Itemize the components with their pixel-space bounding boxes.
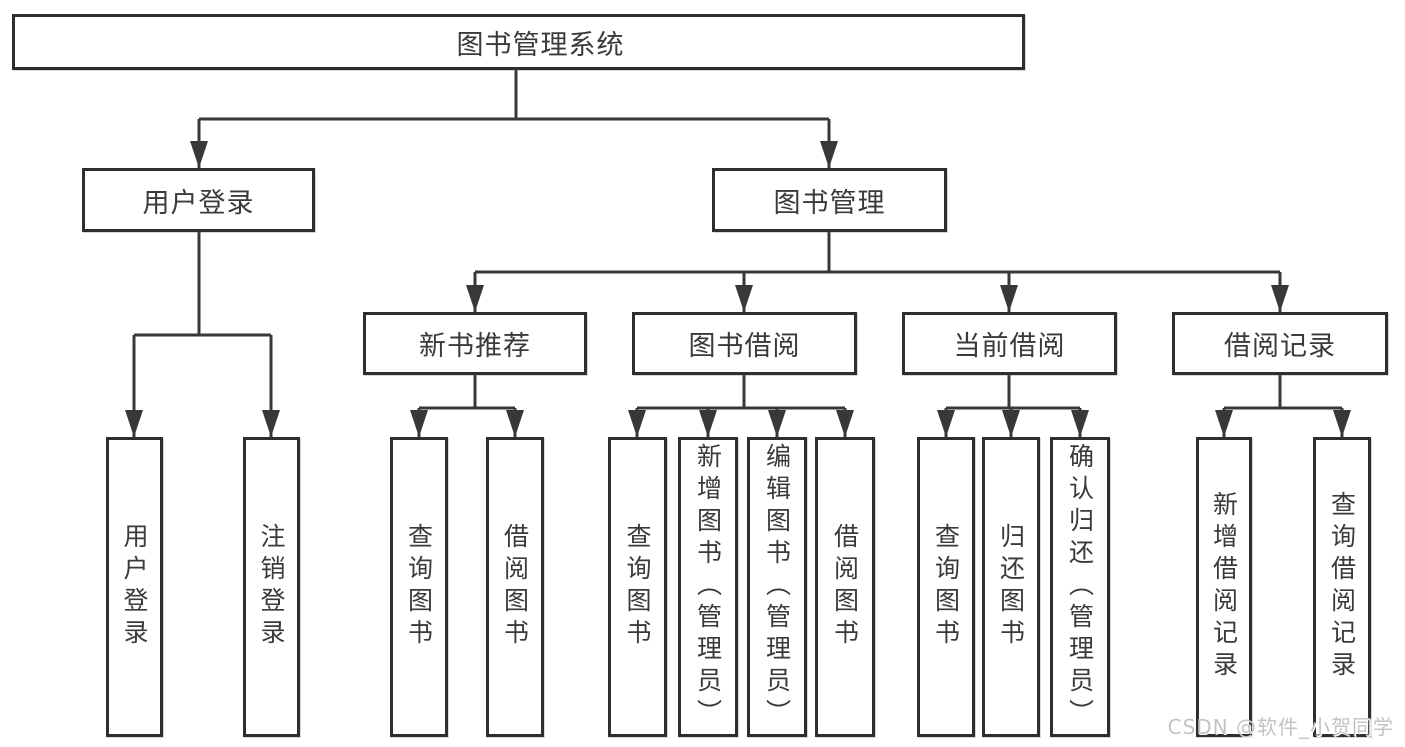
leaf-user-login: 用户登录 — [106, 437, 163, 737]
node-label: 归还图书 — [996, 523, 1026, 651]
leaf-add-borrow-record: 新增借阅记录 — [1196, 437, 1252, 737]
node-label: 确认归还（管理员） — [1065, 443, 1095, 731]
node-root: 图书管理系统 — [12, 14, 1025, 70]
node-label: 图书管理 — [773, 187, 886, 219]
leaf-edit-books-admin: 编辑图书（管理员） — [747, 437, 807, 737]
node-label: 查询图书 — [404, 523, 434, 651]
node-label: 图书借阅 — [688, 331, 801, 362]
node-label: 编辑图书（管理员） — [762, 443, 792, 731]
node-label: 新书推荐 — [419, 331, 531, 362]
node-label: 查询图书 — [931, 523, 961, 651]
leaf-query-books-recommend: 查询图书 — [390, 437, 448, 737]
node-book-management: 图书管理 — [712, 168, 947, 232]
leaf-query-books-current: 查询图书 — [917, 437, 975, 737]
node-label: 新增图书（管理员） — [693, 443, 723, 731]
node-label: 图书管理系统 — [456, 29, 625, 61]
leaf-query-books-borrowing: 查询图书 — [608, 437, 667, 737]
leaf-borrow-books-recommend: 借阅图书 — [486, 437, 544, 737]
node-borrowing-records: 借阅记录 — [1172, 312, 1388, 375]
node-current-borrowing: 当前借阅 — [902, 312, 1117, 375]
leaf-logout-login: 注销登录 — [243, 437, 300, 737]
node-book-borrowing: 图书借阅 — [632, 312, 857, 375]
node-label: 用户登录 — [142, 187, 255, 219]
node-new-book-recommend: 新书推荐 — [363, 312, 587, 375]
leaf-query-borrow-record: 查询借阅记录 — [1313, 437, 1371, 737]
node-label: 用户登录 — [120, 523, 149, 651]
node-user-login: 用户登录 — [82, 168, 315, 232]
node-label: 新增借阅记录 — [1209, 491, 1239, 683]
leaf-add-books-admin: 新增图书（管理员） — [678, 437, 738, 737]
leaf-borrow-books-borrowing: 借阅图书 — [815, 437, 875, 737]
node-label: 借阅记录 — [1224, 331, 1336, 362]
node-label: 当前借阅 — [953, 331, 1066, 362]
node-label: 借阅图书 — [830, 523, 860, 651]
node-label: 注销登录 — [257, 523, 286, 651]
node-label: 借阅图书 — [500, 523, 530, 651]
node-label: 查询图书 — [623, 523, 652, 651]
leaf-return-books: 归还图书 — [982, 437, 1040, 737]
leaf-confirm-return-admin: 确认归还（管理员） — [1050, 437, 1110, 737]
node-label: 查询借阅记录 — [1327, 491, 1357, 683]
